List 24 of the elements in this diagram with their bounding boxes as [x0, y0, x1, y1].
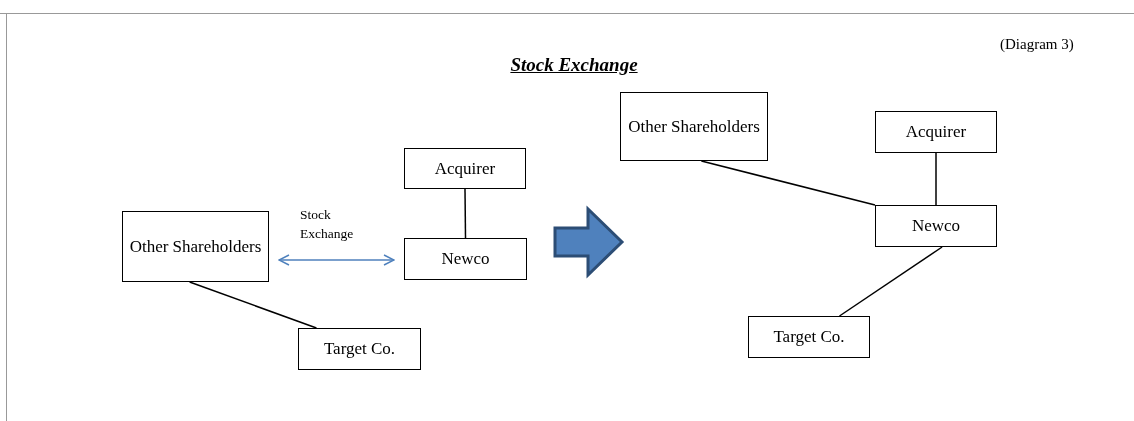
entity-name: Acquirer	[905, 121, 967, 143]
double-arrow	[278, 254, 395, 266]
entity-name: Newco	[911, 215, 961, 237]
entity-box	[404, 148, 526, 189]
entity-box	[748, 316, 870, 358]
connector-line	[935, 152, 937, 206]
diagram-title: Stock Exchange	[509, 54, 639, 76]
entity-box	[122, 211, 269, 282]
entity-name: Target Co.	[323, 338, 396, 360]
entity-name: Newco	[441, 248, 490, 270]
entity-box	[620, 92, 768, 161]
entity-box	[298, 328, 421, 370]
entity-box	[875, 205, 997, 247]
connector-line	[188, 281, 318, 329]
entity-box	[404, 238, 527, 280]
entity-box	[875, 111, 997, 153]
entity-name: Other Shareholders	[628, 115, 760, 138]
entity-name: Acquirer	[434, 157, 496, 180]
connector-line	[464, 188, 467, 239]
diagram-number-note: (Diagram 3)	[1000, 36, 1074, 53]
entity-name: Target Co.	[773, 326, 845, 348]
connector-line	[838, 246, 943, 317]
connector-line	[700, 160, 876, 206]
entity-name: Other Shareholders	[129, 235, 262, 258]
